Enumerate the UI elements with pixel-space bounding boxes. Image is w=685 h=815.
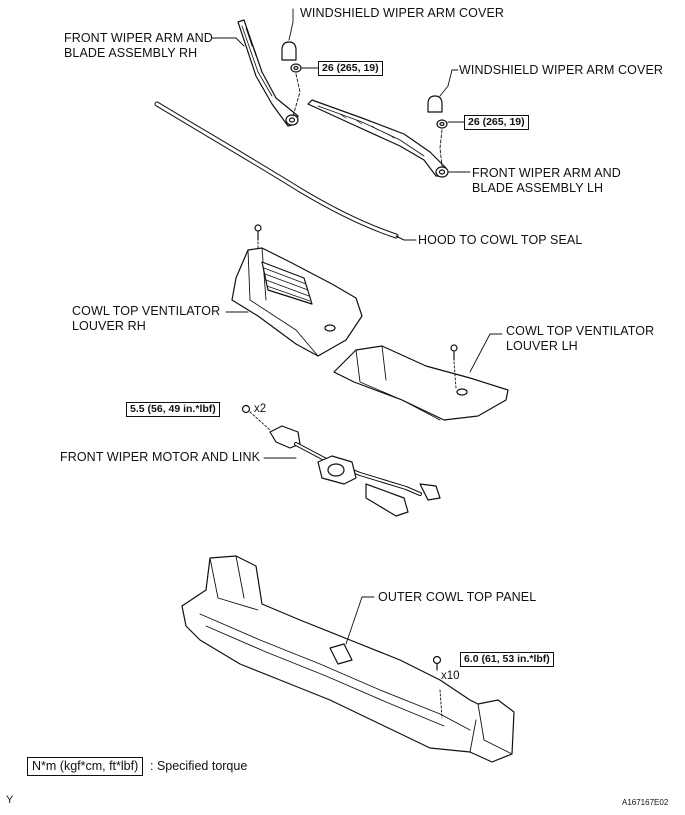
label-arm-cover-2: WINDSHIELD WIPER ARM COVER — [459, 63, 664, 77]
arm-cover-lh-part — [427, 69, 459, 113]
label-louver-rh-line1: COWL TOP VENTILATOR — [72, 304, 221, 318]
arm-cover-rh-part — [281, 8, 297, 61]
label-hood-seal: HOOD TO COWL TOP SEAL — [418, 233, 583, 247]
label-arm-cover-1: WINDSHIELD WIPER ARM COVER — [300, 6, 505, 20]
label-wiper-arm-lh-line2: BLADE ASSEMBLY LH — [472, 181, 604, 195]
label-louver-lh-line2: LOUVER LH — [506, 339, 578, 353]
label-louver-rh-line2: LOUVER RH — [72, 319, 146, 333]
outer-cowl-top-panel-part — [181, 555, 515, 763]
nut-rh-part — [290, 63, 319, 117]
legend-torque-box: N*m (kgf*cm, ft*lbf) — [27, 757, 144, 776]
label-louver-rh: COWL TOP VENTILATOR LOUVER RH — [72, 304, 220, 334]
cowl-louver-rh-part — [225, 224, 363, 357]
label-louver-lh: COWL TOP VENTILATOR LOUVER LH — [506, 324, 654, 354]
label-wiper-arm-rh-line2: BLADE ASSEMBLY RH — [64, 46, 198, 60]
leader-lines — [211, 37, 245, 47]
label-wiper-arm-rh-line1: FRONT WIPER ARM AND — [64, 31, 213, 45]
torque-motor-bolt: 5.5 (56, 49 in.*lbf) — [126, 402, 220, 417]
cowl-louver-lh-part — [333, 333, 509, 421]
label-wiper-arm-lh-line1: FRONT WIPER ARM AND — [472, 166, 621, 180]
label-wiper-arm-lh: FRONT WIPER ARM AND BLADE ASSEMBLY LH — [472, 166, 621, 196]
label-outer-cowl: OUTER COWL TOP PANEL — [378, 590, 537, 604]
torque-cowl-bolt: 6.0 (61, 53 in.*lbf) — [460, 652, 554, 667]
footer-mark: Y — [6, 794, 14, 806]
label-wiper-arm-rh: FRONT WIPER ARM AND BLADE ASSEMBLY RH — [64, 31, 213, 61]
figure-id: A167167E02 — [622, 798, 669, 807]
qty-cowl-bolt: x10 — [441, 670, 460, 682]
wiper-arm-rh-part — [237, 19, 299, 127]
legend-torque-text: : Specified torque — [150, 759, 248, 773]
wiper-arm-lh-part — [307, 99, 471, 178]
nut-lh-part — [436, 119, 465, 167]
label-louver-lh-line1: COWL TOP VENTILATOR — [506, 324, 655, 338]
hood-seal-part — [154, 101, 417, 241]
qty-motor-bolt: x2 — [254, 403, 267, 415]
torque-arm-lh-nut: 26 (265, 19) — [464, 115, 529, 130]
wiper-motor-link-part — [241, 404, 441, 517]
label-wiper-motor: FRONT WIPER MOTOR AND LINK — [60, 450, 261, 464]
torque-arm-rh-nut: 26 (265, 19) — [318, 61, 383, 76]
